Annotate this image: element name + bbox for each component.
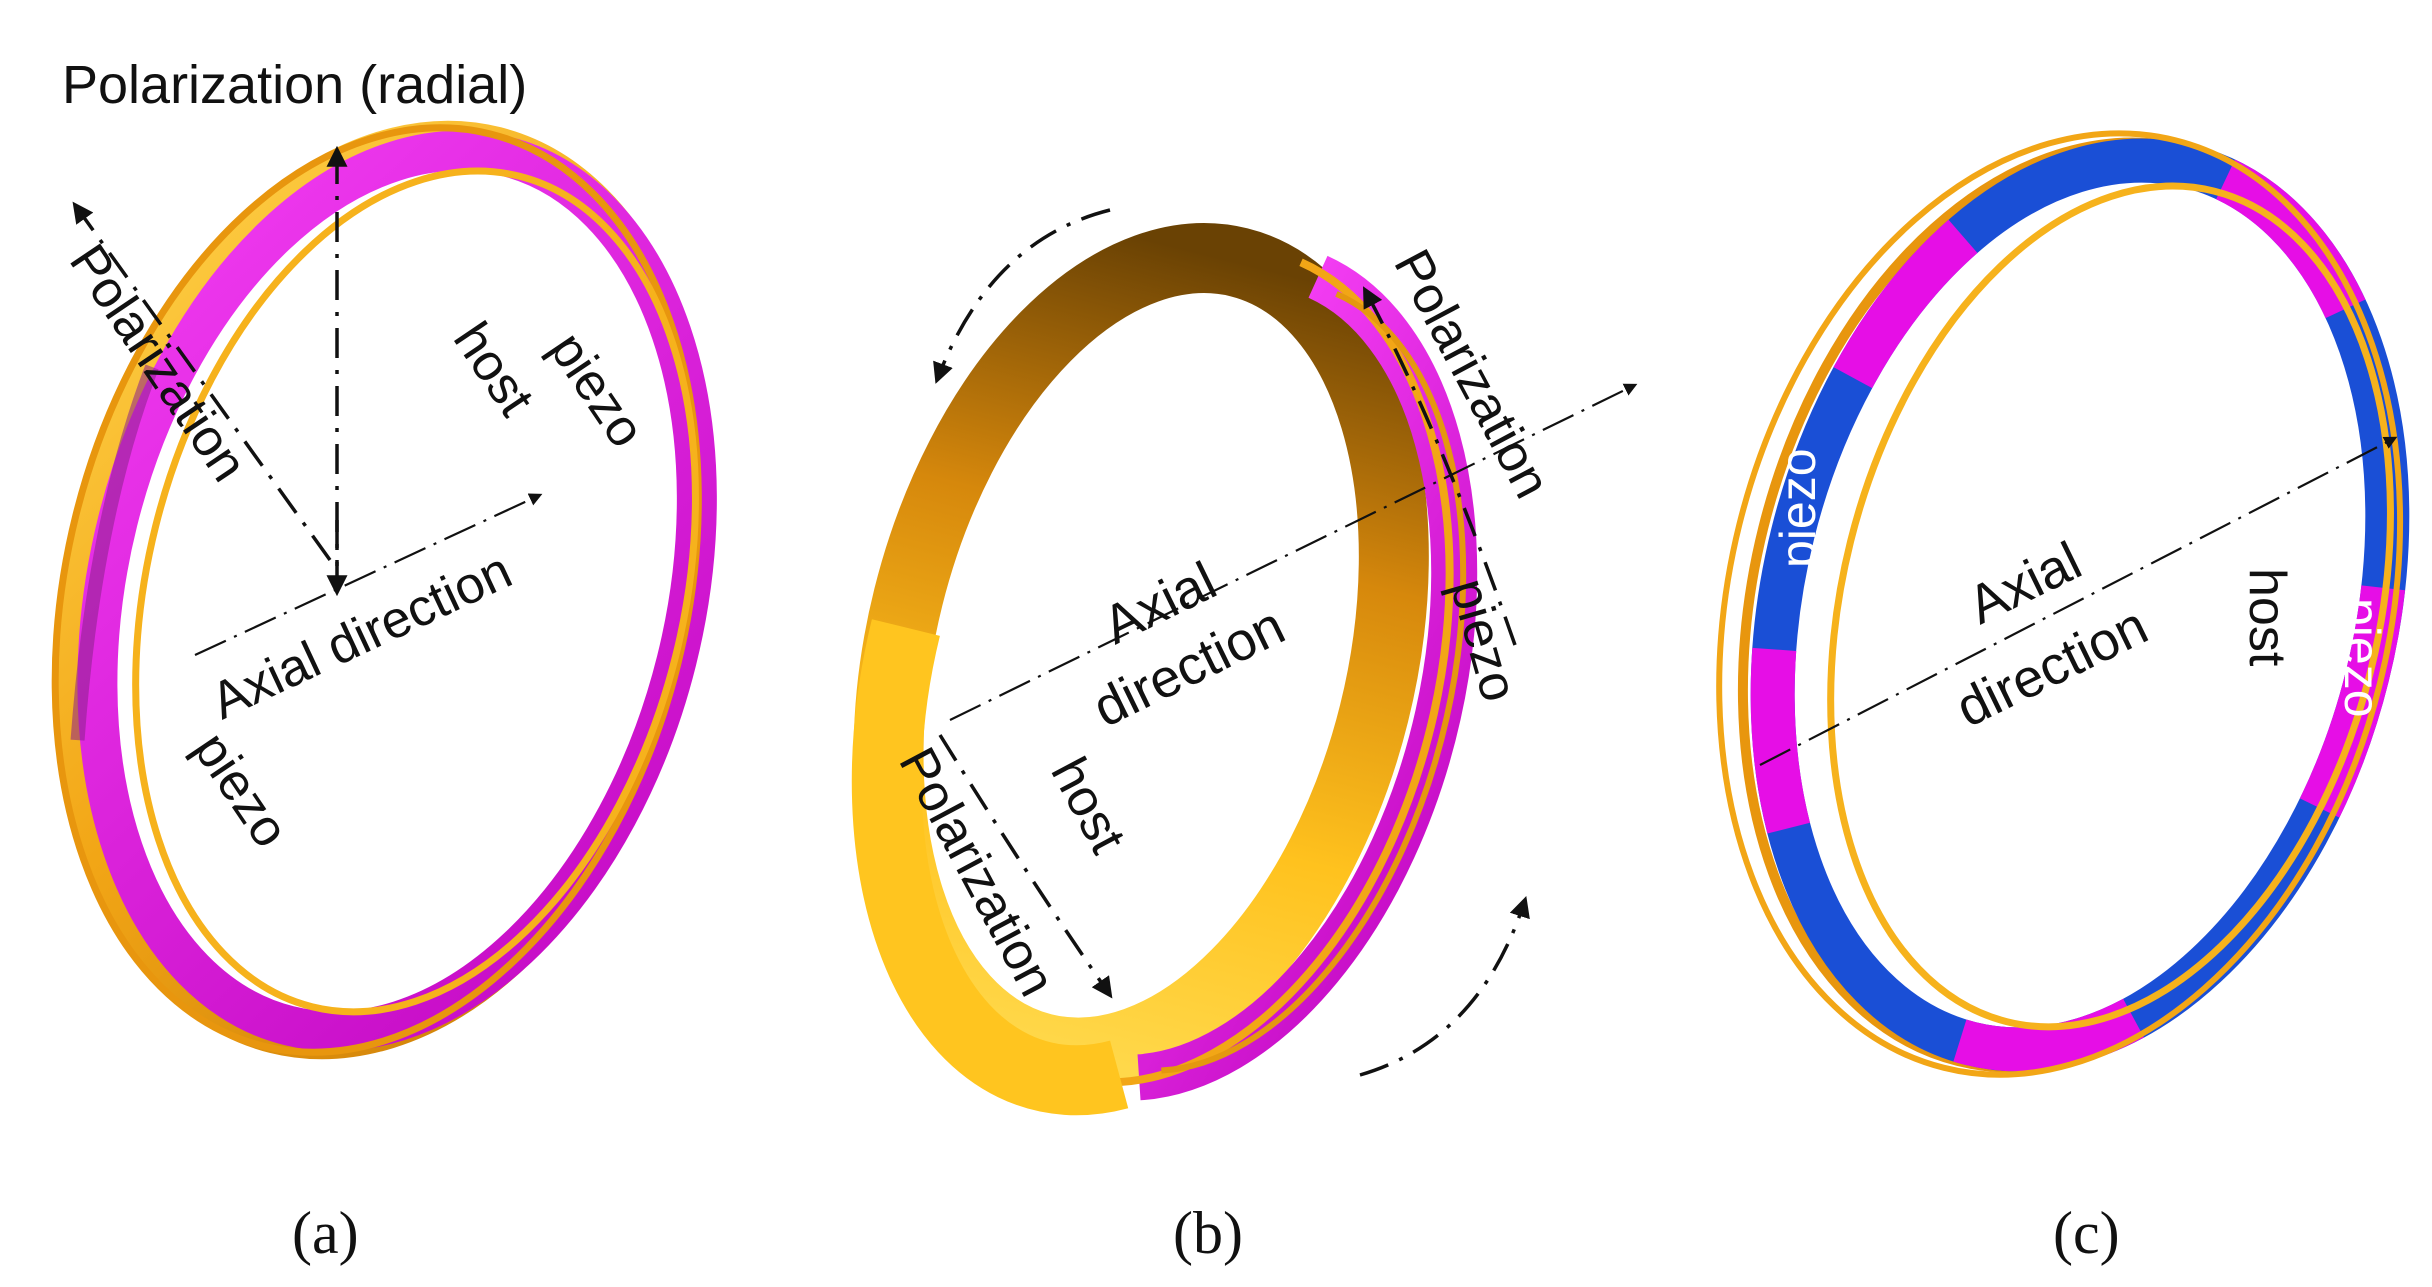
panel-a-title: Polarization (radial) xyxy=(62,55,527,115)
panel-b-host-label: host xyxy=(1039,748,1137,862)
panel-a: Polarization (radial) Polarization host … xyxy=(51,55,717,1266)
panel-c-piezo-left-label: piezo xyxy=(1770,448,1826,568)
panel-c-piezo-lower-left-label: piezo xyxy=(1870,697,1970,829)
host-ring-b xyxy=(851,619,1129,1116)
panel-c-host-label: host xyxy=(2238,568,2296,667)
panel-c-axial-line1: Axial xyxy=(1959,531,2091,636)
caption-a: (a) xyxy=(292,1200,359,1266)
caption-b: (b) xyxy=(1173,1200,1243,1266)
panel-b: Polarization Axial direction piezo host … xyxy=(851,208,1638,1266)
panel-c: piezo piezo piezo piezo host Axial direc… xyxy=(1716,130,2410,1266)
panel-a-piezo-lower-label: piezo xyxy=(182,722,300,857)
panel-a-axial-label: Axial direction xyxy=(203,542,521,731)
panel-a-host-label: host xyxy=(442,312,545,426)
caption-c: (c) xyxy=(2053,1200,2120,1266)
panel-c-piezo-right-label: piezo xyxy=(2334,598,2390,718)
panel-a-piezo-upper-label: piezo xyxy=(538,322,656,457)
